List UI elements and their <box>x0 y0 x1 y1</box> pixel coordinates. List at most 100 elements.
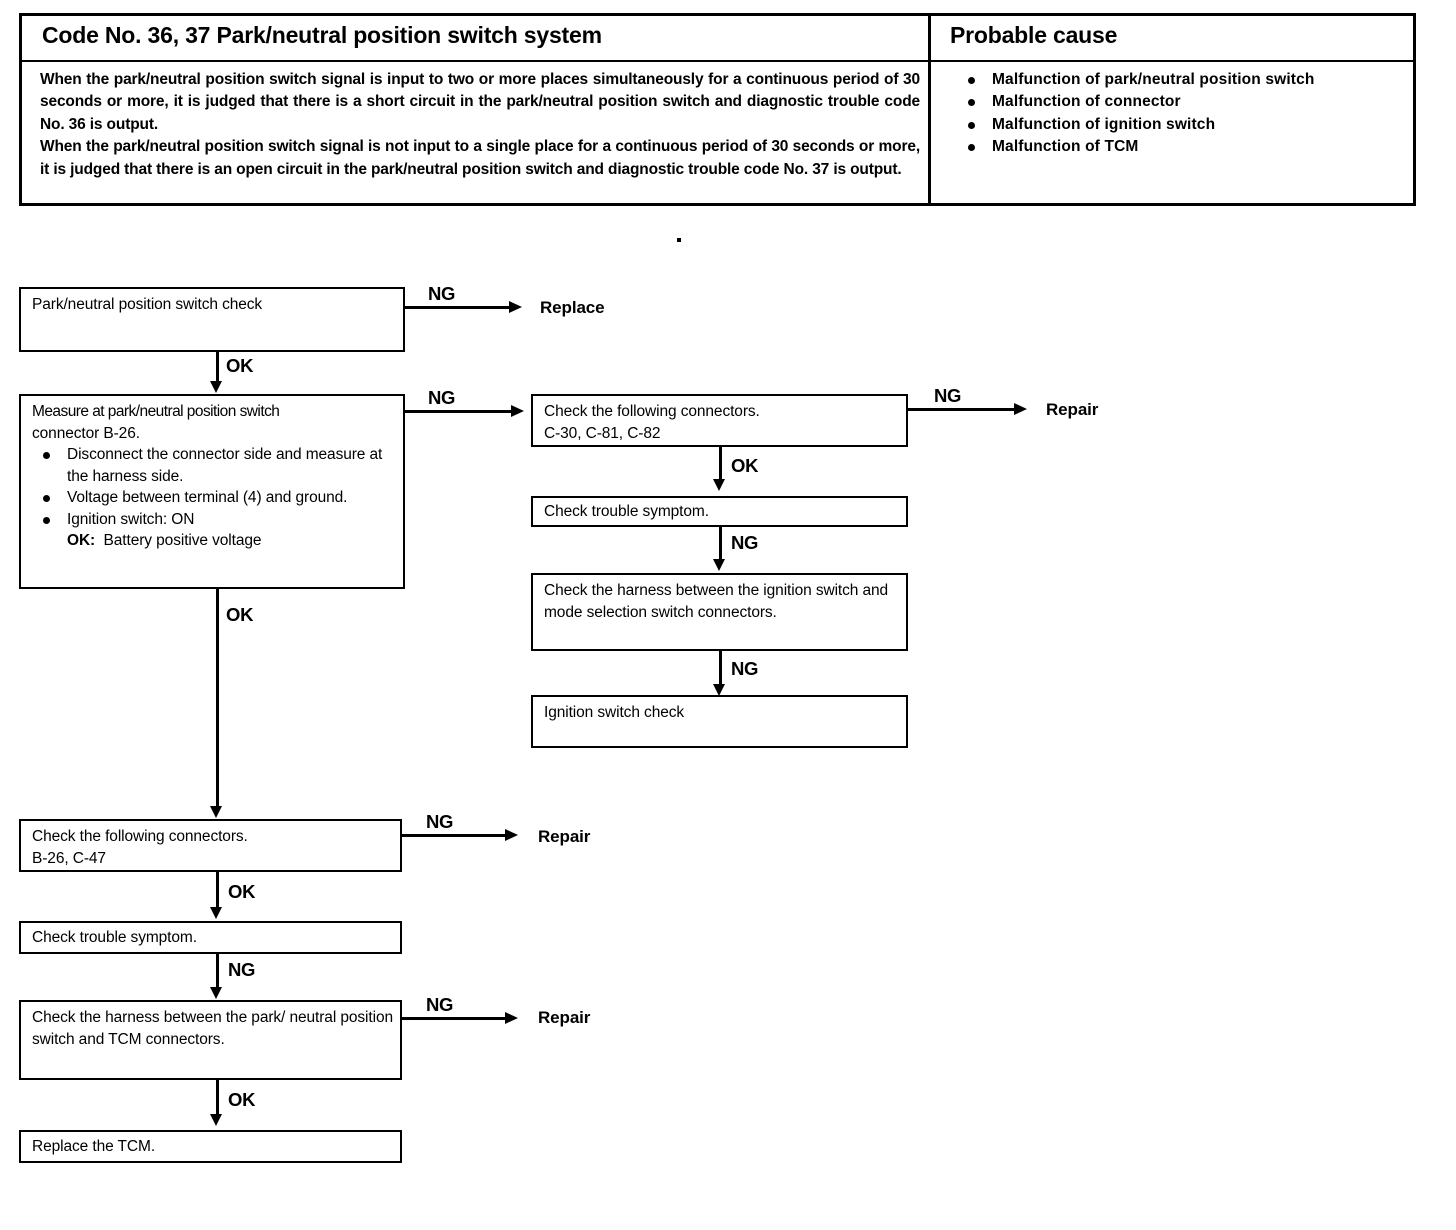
bullet-icon <box>968 99 975 107</box>
edge-label-ok: OK <box>228 1089 256 1110</box>
arrow-down-icon <box>713 559 725 571</box>
scan-artifact-speck <box>677 238 681 242</box>
node-head-line-2: connector B-26. <box>32 424 140 442</box>
node-check-harness-ignition: Check the harness between the ignition s… <box>531 573 908 651</box>
edge-switch-check-ok <box>216 352 219 384</box>
ok-criteria-value: Battery positive voltage <box>103 532 262 549</box>
arrow-down-icon <box>713 479 725 491</box>
node-head: Check the following connectors. <box>32 828 248 845</box>
cause-label: Malfunction of connector <box>992 93 1181 111</box>
node-label: Ignition switch check <box>544 704 685 721</box>
arrow-right-icon <box>1014 403 1027 415</box>
cause-label: Malfunction of TCM <box>992 138 1139 156</box>
probable-cause-title: Probable cause <box>950 22 1118 48</box>
edge-label-ng: NG <box>228 959 256 980</box>
bullet-icon <box>968 121 975 129</box>
arrow-down-icon <box>210 1114 222 1126</box>
edge-label-ok: OK <box>731 455 759 476</box>
arrow-right-icon <box>509 301 522 313</box>
node-head-line-1: Measure at park/neutral position switch <box>32 403 280 420</box>
list-item: Malfunction of TCM <box>944 136 1414 158</box>
list-item: Malfunction of ignition switch <box>944 114 1414 136</box>
edge-label-ng: NG <box>934 385 962 406</box>
node-body: Check the following connectors. C-30, C-… <box>544 401 900 444</box>
edge-measure-ng <box>403 410 513 413</box>
connector-list: C-30, C-81, C-82 <box>544 424 661 442</box>
diagnostic-info-table: Code No. 36, 37 Park/neutral position sw… <box>19 13 1416 206</box>
list-item: Voltage between terminal (4) and ground. <box>32 487 397 509</box>
edge-measure-ok <box>216 589 219 811</box>
edge-harness-tcm-ng <box>402 1017 507 1020</box>
node-label: Park/neutral position switch check <box>32 296 263 313</box>
edge-connectors-right-ok <box>719 447 722 482</box>
edge-label-ng: NG <box>428 283 456 304</box>
node-body: Check the following connectors. B-26, C-… <box>32 826 394 869</box>
node-check-trouble-symptom-right: Check trouble symptom. <box>531 496 908 527</box>
bullet-label: Disconnect the connector side and measur… <box>67 446 383 485</box>
edge-label-ng: NG <box>731 658 759 679</box>
list-item: Disconnect the connector side and measur… <box>32 444 397 487</box>
list-item: Malfunction of park/neutral position swi… <box>944 69 1414 91</box>
code-title: Code No. 36, 37 Park/neutral position sw… <box>42 22 602 48</box>
arrow-right-icon <box>511 405 524 417</box>
cause-label: Malfunction of park/neutral position swi… <box>992 71 1315 88</box>
node-replace-tcm: Replace the TCM. <box>19 1130 402 1163</box>
probable-cause-cell: Malfunction of park/neutral position swi… <box>944 69 1414 159</box>
ok-criteria-label: OK: <box>67 532 96 549</box>
description-paragraph-1: When the park/neutral position switch si… <box>40 71 920 133</box>
connector-list: B-26, C-47 <box>32 849 106 867</box>
probable-cause-list: Malfunction of park/neutral position swi… <box>944 69 1414 159</box>
arrow-down-icon <box>210 806 222 818</box>
description-paragraph-2: When the park/neutral position switch si… <box>40 138 920 178</box>
edge-connectors-left-ng <box>402 834 507 837</box>
node-check-connectors-left: Check the following connectors. B-26, C-… <box>19 819 402 872</box>
edge-connectors-left-ok <box>216 872 219 910</box>
edge-connectors-right-ng <box>908 408 1016 411</box>
node-head: Check the following connectors. <box>544 403 760 420</box>
edge-label-ng: NG <box>731 532 759 553</box>
bullet-icon <box>968 77 975 84</box>
edge-trouble-symptom-right-ng <box>719 527 722 562</box>
description-cell: When the park/neutral position switch si… <box>40 69 920 181</box>
node-label: Replace the TCM. <box>32 1138 156 1155</box>
node-check-connectors-right: Check the following connectors. C-30, C-… <box>531 394 908 447</box>
edge-harness-tcm-ok <box>216 1080 219 1117</box>
bullet-icon <box>43 516 50 524</box>
node-label: Check trouble symptom. <box>32 929 197 946</box>
measure-bullet-list: Disconnect the connector side and measur… <box>32 444 397 552</box>
edge-label-ok: OK <box>228 881 256 902</box>
edge-switch-check-ng <box>405 306 511 309</box>
node-check-trouble-symptom-left: Check trouble symptom. <box>19 921 402 954</box>
bullet-icon <box>968 144 975 152</box>
arrow-down-icon <box>210 907 222 919</box>
arrow-right-icon <box>505 829 518 841</box>
node-body: Measure at park/neutral position switch … <box>32 401 397 552</box>
node-measure-at-connector: Measure at park/neutral position switch … <box>19 394 405 589</box>
bullet-icon <box>43 452 50 459</box>
node-label: Check the harness between the ignition s… <box>544 582 889 621</box>
list-item: Ignition switch: ON OK: Battery positive… <box>32 509 397 552</box>
terminal-repair-mid: Repair <box>538 827 591 846</box>
bullet-label: Ignition switch: ON <box>67 510 195 528</box>
edge-trouble-symptom-left-ng <box>216 954 219 990</box>
node-ignition-switch-check: Ignition switch check <box>531 695 908 748</box>
arrow-down-icon <box>210 987 222 999</box>
terminal-repair-bottom: Repair <box>538 1008 591 1027</box>
edge-label-ng: NG <box>426 811 454 832</box>
node-label: Check the harness between the park/ neut… <box>32 1009 393 1048</box>
node-label: Check trouble symptom. <box>544 503 709 520</box>
bullet-label: Voltage between terminal (4) and ground. <box>67 489 348 506</box>
edge-label-ok: OK <box>226 355 254 376</box>
arrow-down-icon <box>713 684 725 696</box>
edge-label-ng: NG <box>426 994 454 1015</box>
bullet-icon <box>43 495 50 502</box>
edge-harness-ignition-ng <box>719 651 722 688</box>
node-park-neutral-switch-check: Park/neutral position switch check <box>19 287 405 352</box>
terminal-replace: Replace <box>540 298 605 317</box>
cause-label: Malfunction of ignition switch <box>992 115 1216 133</box>
edge-label-ok: OK <box>226 604 254 625</box>
terminal-repair-right: Repair <box>1046 400 1099 419</box>
arrow-right-icon <box>505 1012 518 1024</box>
table-header-divider <box>22 60 1413 62</box>
arrow-down-icon <box>210 381 222 393</box>
